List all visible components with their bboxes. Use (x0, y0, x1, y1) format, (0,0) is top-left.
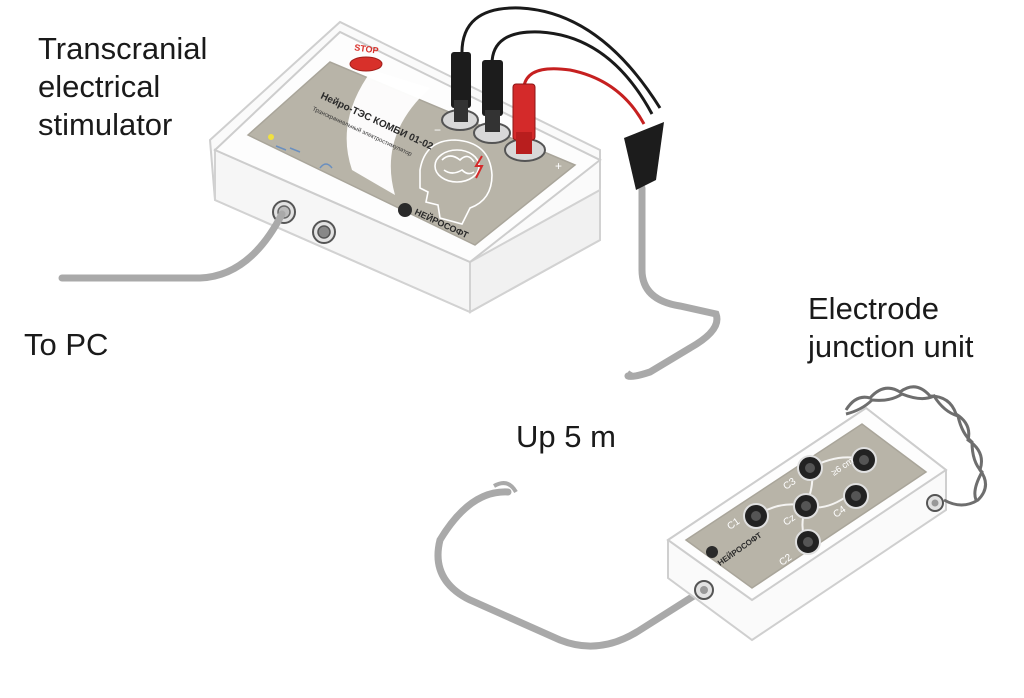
lead-wire-3 (522, 67, 646, 125)
wave-symbol-icon (319, 163, 333, 169)
pc-cable (58, 210, 286, 282)
junction-unit-label: Electrode junction unit (808, 290, 973, 366)
stop-label: STOP (354, 42, 379, 55)
stop-button[interactable]: STOP (349, 42, 383, 72)
lead-wire-2 (490, 30, 654, 115)
power-led-icon (268, 134, 274, 140)
electrode-socket-top-right[interactable] (851, 447, 877, 473)
electrode-socket-c1[interactable] (743, 503, 769, 529)
stimulator-label-line2: electrical (38, 68, 161, 104)
extension-cable-upper (624, 184, 721, 380)
plug-black-1[interactable] (451, 52, 471, 122)
aux-connector[interactable] (312, 220, 336, 244)
stimulator-device: STOP Нейро-ТЭС КОМБИ 01-02 Транскраниаль… (208, 20, 602, 314)
electrode-socket-cz[interactable] (793, 493, 819, 519)
usb-symbol-icon (275, 145, 301, 153)
junction-chain (844, 385, 987, 507)
stimulator-label-line1: Transcranial (38, 31, 208, 66)
minus-symbol-icon: − (434, 123, 441, 137)
stimulator-label: Transcranial electrical stimulator (38, 30, 207, 143)
plug-black-2[interactable] (482, 60, 503, 132)
junction-side-connector[interactable] (926, 494, 944, 512)
lead-wire-1 (460, 6, 662, 109)
electrode-socket-c3[interactable] (797, 455, 823, 481)
junction-unit-device: C3 C4 Cz C1 C2 ≥6 cm НЕЙРОСОФТ (666, 406, 948, 642)
lightning-icon (474, 155, 484, 179)
junction-label-line1: Electrode (808, 291, 939, 326)
cable-length-label: Up 5 m (516, 419, 616, 454)
electrode-socket-c2[interactable] (795, 529, 821, 555)
junction-label-line2: junction unit (808, 328, 974, 364)
combiner-connector (624, 122, 664, 190)
stimulator-label-line3: stimulator (38, 106, 173, 142)
electrode-socket-c4[interactable] (843, 483, 869, 509)
to-pc-label: To PC (24, 327, 109, 362)
extension-cable-lower (434, 488, 704, 650)
junction-cable-connector[interactable] (694, 580, 714, 600)
plus-symbol-icon: + (555, 159, 562, 173)
plug-red[interactable] (512, 83, 536, 154)
